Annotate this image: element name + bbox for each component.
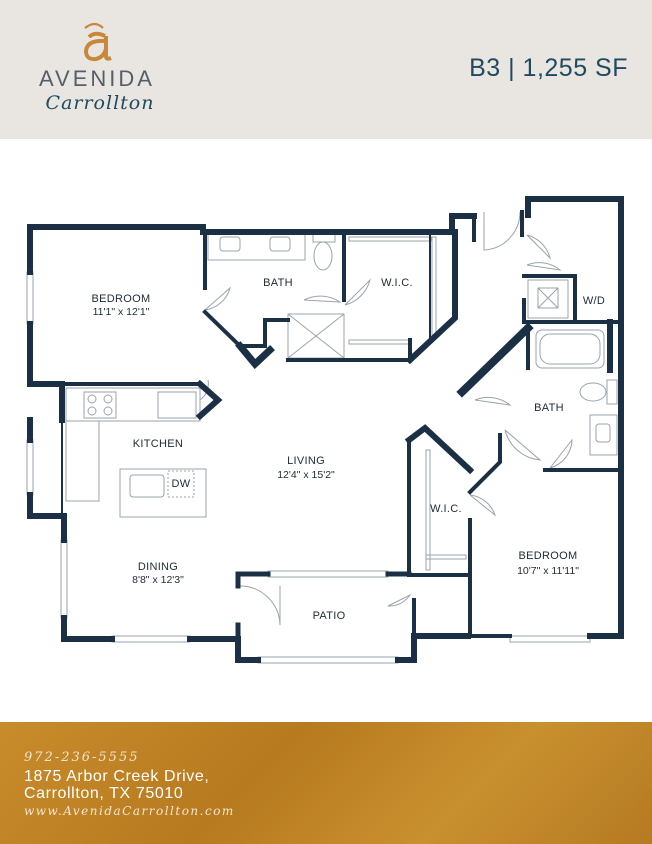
address-line-1: 1875 Arbor Creek Drive,	[24, 768, 210, 785]
door	[526, 262, 562, 271]
dining-dims: 8'8" x 12'3"	[132, 574, 184, 586]
door	[504, 429, 542, 461]
door	[549, 438, 573, 469]
cooktop-icon	[83, 391, 117, 419]
sink-icon	[269, 236, 291, 252]
doors	[199, 211, 573, 626]
toilet-tank	[606, 379, 618, 405]
address-line-2: Carrollton, TX 75010	[24, 785, 184, 802]
sink-icon	[219, 236, 241, 252]
kitchen-counter	[65, 387, 201, 422]
door	[526, 234, 551, 260]
plan-title: B3 | 1,255 SF	[469, 54, 628, 82]
window	[26, 439, 34, 496]
toilet-icon	[579, 382, 607, 402]
door	[474, 396, 512, 406]
door	[483, 211, 521, 251]
floor-plan: BEDROOM 11'1" x 12'1" BATH W.I.C. W/D KI…	[26, 196, 624, 664]
dishwasher-icon	[167, 470, 195, 498]
door	[239, 585, 281, 626]
wic-1-label: W.I.C.	[381, 277, 413, 289]
door	[387, 593, 412, 607]
sink-icon	[595, 423, 611, 443]
refrigerator-icon	[157, 391, 197, 419]
living-label: LIVING	[287, 455, 325, 467]
living-dims: 12'4" x 15'2"	[277, 469, 335, 481]
bathtub-icon	[535, 329, 605, 369]
window	[509, 635, 591, 643]
dining-label: DINING	[138, 561, 178, 573]
header: AVENIDA Carrollton B3 | 1,255 SF	[0, 0, 652, 139]
window	[257, 656, 399, 664]
bedroom-1-label: BEDROOM	[92, 293, 151, 305]
window	[26, 271, 34, 325]
brand-subname: Carrollton	[45, 92, 155, 114]
wic-2-label: W.I.C.	[430, 503, 462, 515]
door	[204, 286, 231, 311]
bath-2-label: BATH	[534, 402, 564, 414]
bedroom-1-dims: 11'1" x 12'1"	[93, 306, 150, 318]
door	[344, 278, 371, 306]
patio-label: PATIO	[313, 610, 346, 622]
washer-dryer-label: W/D	[583, 295, 605, 307]
avenida-logo-icon	[83, 22, 112, 62]
window	[60, 539, 68, 619]
toilet-icon	[313, 241, 333, 271]
footer: 972-236-5555 1875 Arbor Creek Drive, Car…	[0, 722, 652, 844]
window	[267, 570, 389, 578]
brand-name: AVENIDA	[39, 66, 155, 91]
website-link[interactable]: www.AvenidaCarrollton.com	[24, 804, 235, 818]
bedroom-2-dims: 10'7" x 11'11"	[517, 565, 579, 577]
kitchen-label: KITCHEN	[133, 438, 183, 450]
bedroom-2-label: BEDROOM	[519, 550, 578, 562]
phone-number[interactable]: 972-236-5555	[24, 750, 140, 765]
sink-icon	[129, 474, 165, 498]
room-labels: BEDROOM 11'1" x 12'1" BATH W.I.C. W/D KI…	[92, 277, 605, 622]
window	[111, 635, 191, 643]
walls	[27, 196, 624, 663]
dishwasher-label: DW	[172, 478, 191, 490]
vanity-2	[589, 414, 618, 456]
kitchen-island	[119, 468, 207, 518]
door	[303, 295, 342, 303]
door	[469, 494, 497, 517]
washer-icon	[527, 279, 569, 319]
bath-1-label: BATH	[263, 277, 293, 289]
